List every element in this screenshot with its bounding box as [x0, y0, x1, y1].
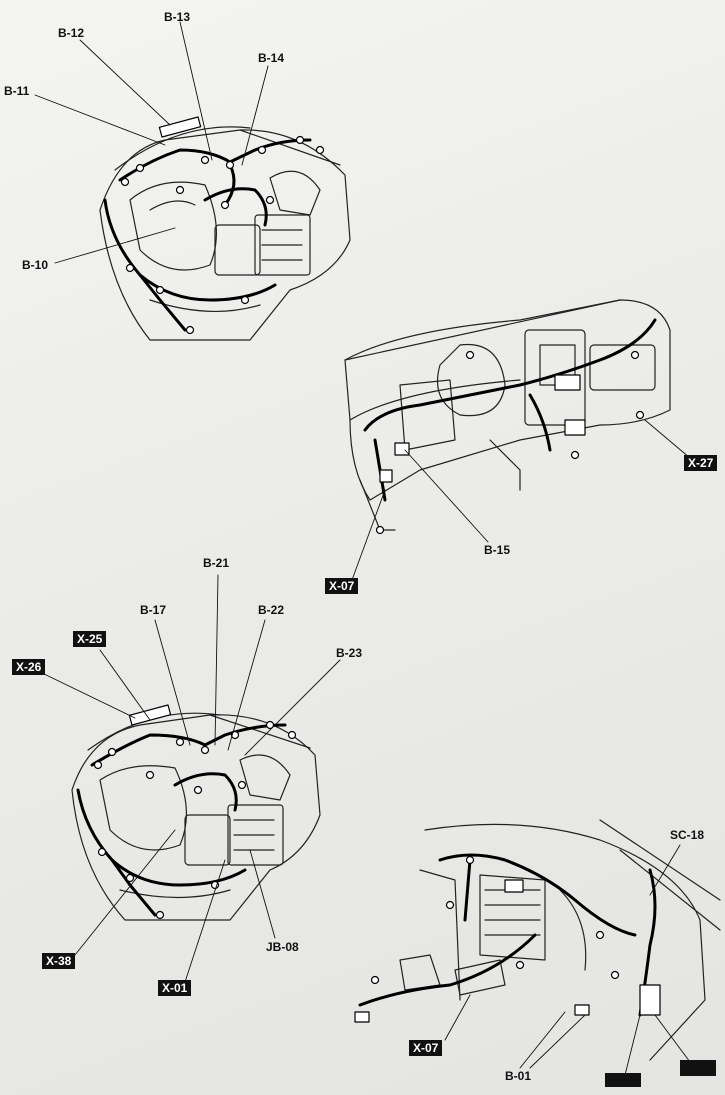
- tag-x-07-floor: X-07: [409, 1040, 443, 1056]
- label-sc-18: SC-18: [670, 828, 705, 842]
- label-b-23: B-23: [336, 646, 363, 660]
- tag-x-01: X-01: [158, 980, 192, 996]
- leaders-dashboard: [351, 419, 691, 581]
- label-b-22: B-22: [258, 603, 285, 617]
- tag-x-26: X-26: [12, 659, 46, 675]
- label-b-10: B-10: [22, 258, 49, 272]
- tag-x-07-dashboard: X-07: [325, 578, 359, 594]
- leaders-top: [34, 21, 269, 264]
- leaders-bottom: [39, 574, 341, 983]
- engine-bay-bottom-drawing: [71, 712, 321, 921]
- leaders-floor: [444, 844, 691, 1076]
- floor-drawing: [399, 819, 721, 1061]
- engine-bay-top-drawing: [99, 126, 351, 341]
- label-b-11: B-11: [4, 84, 30, 98]
- tag-x-25: X-25: [73, 631, 107, 647]
- label-b-21: B-21: [203, 556, 230, 570]
- harness-bottom: [76, 723, 287, 917]
- label-b-13: B-13: [164, 10, 191, 24]
- tag-blank-2: [680, 1060, 716, 1076]
- tag-x-38: X-38: [42, 953, 76, 969]
- harness-top: [103, 138, 312, 332]
- label-b-15: B-15: [484, 543, 511, 557]
- label-jb-08: JB-08: [266, 940, 299, 954]
- label-b-14: B-14: [258, 51, 285, 65]
- label-b-01: B-01: [505, 1069, 532, 1083]
- harness-dashboard: [363, 318, 657, 502]
- label-b-17: B-17: [140, 603, 167, 617]
- label-b-12: B-12: [58, 26, 85, 40]
- tag-blank-1: [605, 1073, 641, 1087]
- tag-x-27: X-27: [684, 455, 718, 471]
- dashboard-drawing: [344, 299, 671, 531]
- harness-floor: [358, 853, 657, 1017]
